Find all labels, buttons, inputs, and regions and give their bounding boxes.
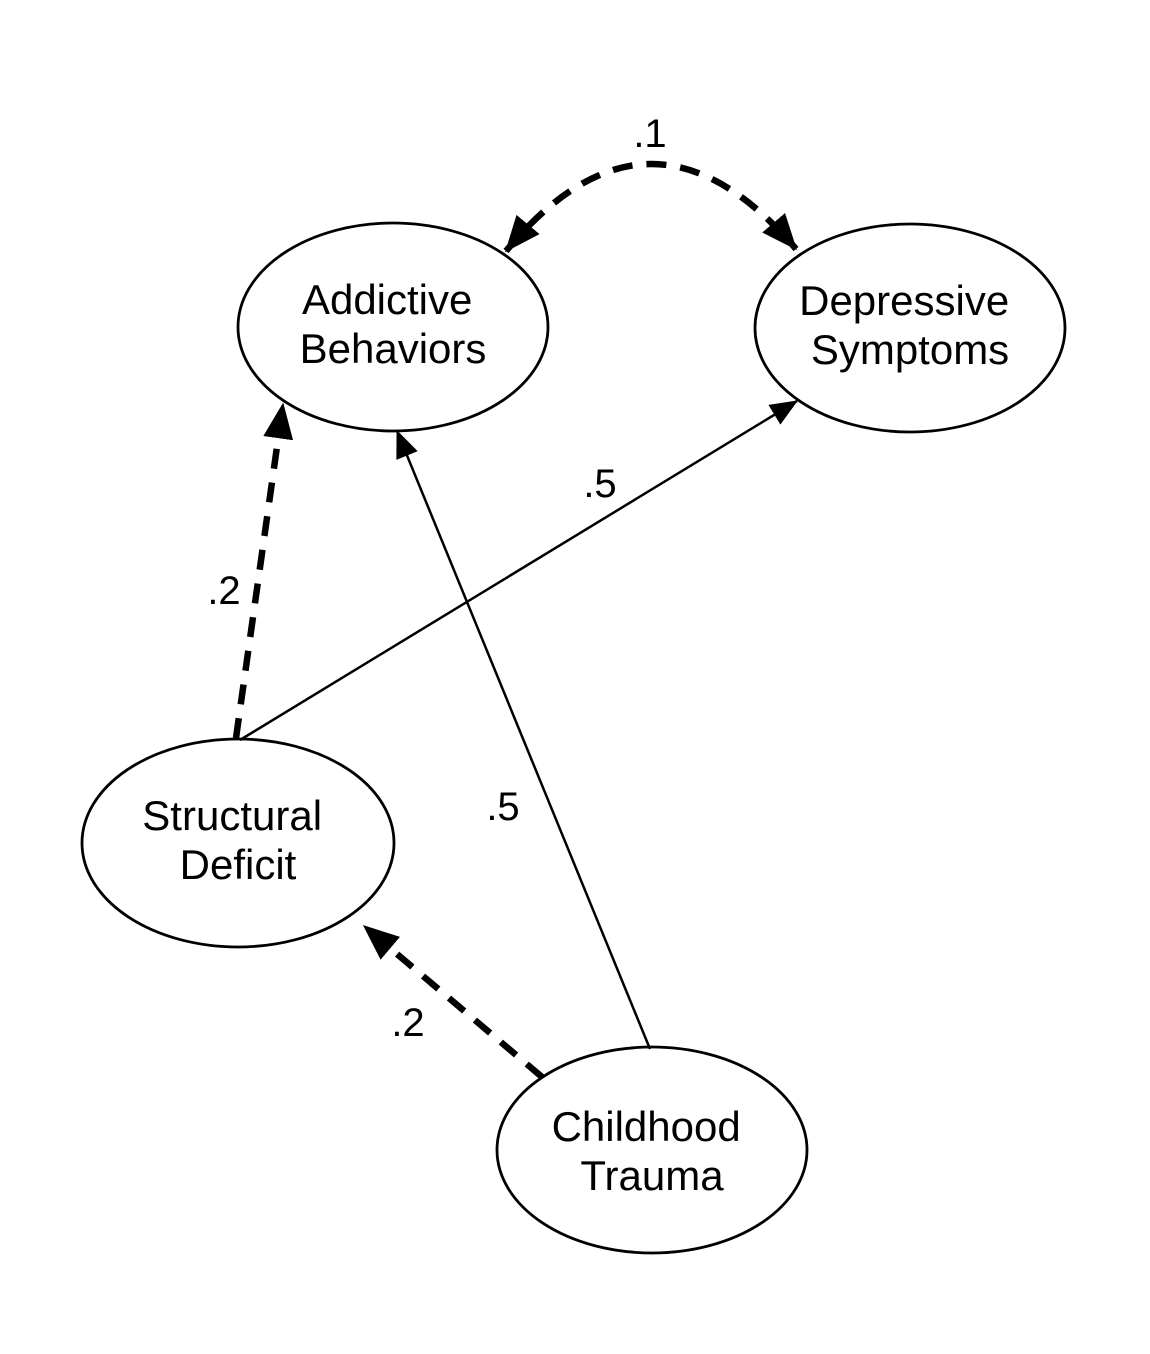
edge-covariance-addictive-depressive-label: .1 — [633, 112, 666, 156]
node-depressive-symptoms-label-line1: Depressive — [799, 277, 1009, 324]
edge-covariance-addictive-depressive-arrow — [503, 160, 799, 254]
edge-structural-to-addictive-label: .2 — [207, 569, 240, 613]
node-addictive-behaviors-label-line1: Addictive — [302, 276, 472, 323]
node-structural-deficit: Structural Deficit — [80, 737, 396, 949]
edge-structural-to-depressive-label: .5 — [583, 462, 616, 506]
edge-childhood-to-structural-arrow — [361, 923, 545, 1080]
svg-text:Addictive Behaviors: Addictive Behaviors — [300, 276, 487, 372]
node-depressive-symptoms-ellipse — [753, 222, 1067, 434]
edge-structural-to-depressive-arrow — [239, 399, 798, 742]
svg-text:Childhood Trauma: Childhood Trauma — [552, 1103, 753, 1199]
node-addictive-behaviors-ellipse — [236, 221, 550, 433]
edge-structural-to-addictive-arrow — [232, 402, 294, 739]
node-structural-deficit-label-line1: Structural — [142, 792, 322, 839]
node-depressive-symptoms: Depressive Symptoms — [753, 222, 1067, 434]
edge-childhood-to-structural-label: .2 — [391, 1001, 424, 1045]
node-childhood-trauma: Childhood Trauma — [495, 1045, 809, 1255]
node-depressive-symptoms-label-line2: Symptoms — [811, 326, 1009, 373]
node-childhood-trauma-label-line1: Childhood — [552, 1103, 741, 1150]
node-childhood-trauma-ellipse — [495, 1045, 809, 1255]
svg-text:Structural Deficit: Structural Deficit — [142, 792, 333, 888]
svg-text:Depressive Symptoms: Depressive Symptoms — [799, 277, 1021, 373]
node-addictive-behaviors-label-line2: Behaviors — [300, 325, 487, 372]
edge-childhood-to-addictive-arrow — [395, 429, 652, 1050]
node-structural-deficit-ellipse — [80, 737, 396, 949]
node-structural-deficit-label-line2: Deficit — [180, 841, 297, 888]
node-childhood-trauma-label-line2: Trauma — [580, 1152, 724, 1199]
edge-childhood-to-addictive-label: .5 — [486, 785, 519, 829]
node-addictive-behaviors: Addictive Behaviors — [236, 221, 550, 433]
